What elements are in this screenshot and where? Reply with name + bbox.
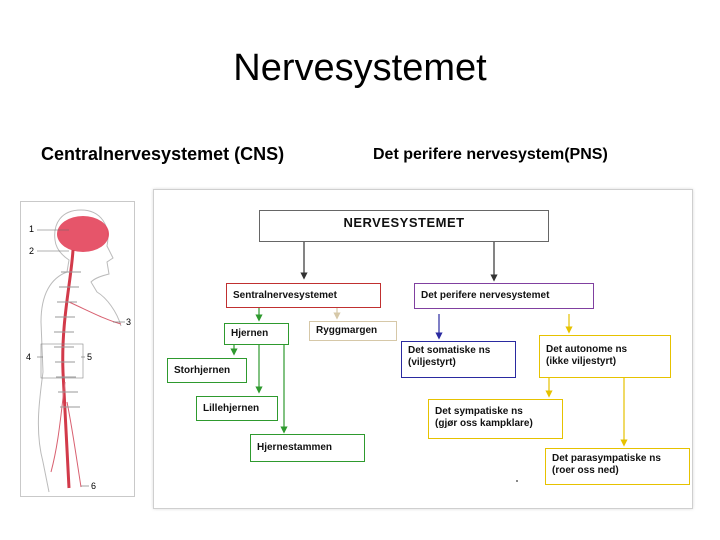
node-hjernestammen: Hjernestammen (250, 434, 365, 462)
parasympatiske-line2: (roer oss ned) (552, 465, 619, 476)
anatomy-label-2: 2 (29, 246, 35, 256)
node-perifere-nervesystemet: Det perifere nervesystemet (414, 283, 594, 309)
autonome-line1: Det autonome ns (546, 344, 628, 355)
node-ryggmargen: Ryggmargen (309, 321, 397, 341)
node-sentralnervesystemet: Sentralnervesystemet (226, 283, 381, 308)
node-hjernen: Hjernen (224, 323, 289, 345)
somatiske-line2: (viljestyrt) (408, 357, 456, 368)
somatiske-line1: Det somatiske ns (408, 345, 491, 356)
sympatiske-line1: Det sympatiske ns (435, 406, 523, 417)
anatomy-label-4: 4 (26, 352, 32, 362)
body-outline-drawing (37, 209, 125, 493)
parasympatiske-line1: Det parasympatiske ns (552, 453, 661, 464)
cns-heading: Centralnervesystemet (CNS) (41, 144, 285, 164)
node-parasympatiske-ns: Det parasympatiske ns (roer oss ned) (545, 448, 690, 485)
node-lillehjernen: Lillehjernen (196, 396, 278, 421)
node-somatiske-ns: Det somatiske ns (viljestyrt) (401, 341, 516, 378)
anatomy-label-3: 3 (126, 317, 132, 327)
anatomy-label-1: 1 (29, 224, 35, 234)
autonome-line2: (ikke viljestyrt) (546, 356, 617, 367)
anatomy-label-6: 6 (91, 481, 97, 491)
slide-title: Nervesystemet (233, 47, 487, 89)
pns-heading: Det perifere nervesystem(PNS) (373, 146, 608, 163)
flowchart-connectors (230, 242, 628, 447)
node-sympatiske-ns: Det sympatiske ns (gjør oss kampklare) (428, 399, 563, 439)
node-storhjernen: Storhjernen (167, 358, 247, 383)
stray-dot (516, 480, 518, 482)
anatomy-label-5: 5 (87, 352, 93, 362)
anatomy-illustration: 1 2 3 4 5 6 (20, 201, 135, 497)
node-autonome-ns: Det autonome ns (ikke viljestyrt) (539, 335, 671, 378)
brain-shape (57, 216, 109, 252)
sympatiske-line2: (gjør oss kampklare) (435, 418, 533, 429)
node-nervesystemet: NERVESYSTEMET (259, 210, 549, 242)
nervous-system-flowchart: NERVESYSTEMET Sentralnervesystemet Det p… (153, 189, 693, 509)
